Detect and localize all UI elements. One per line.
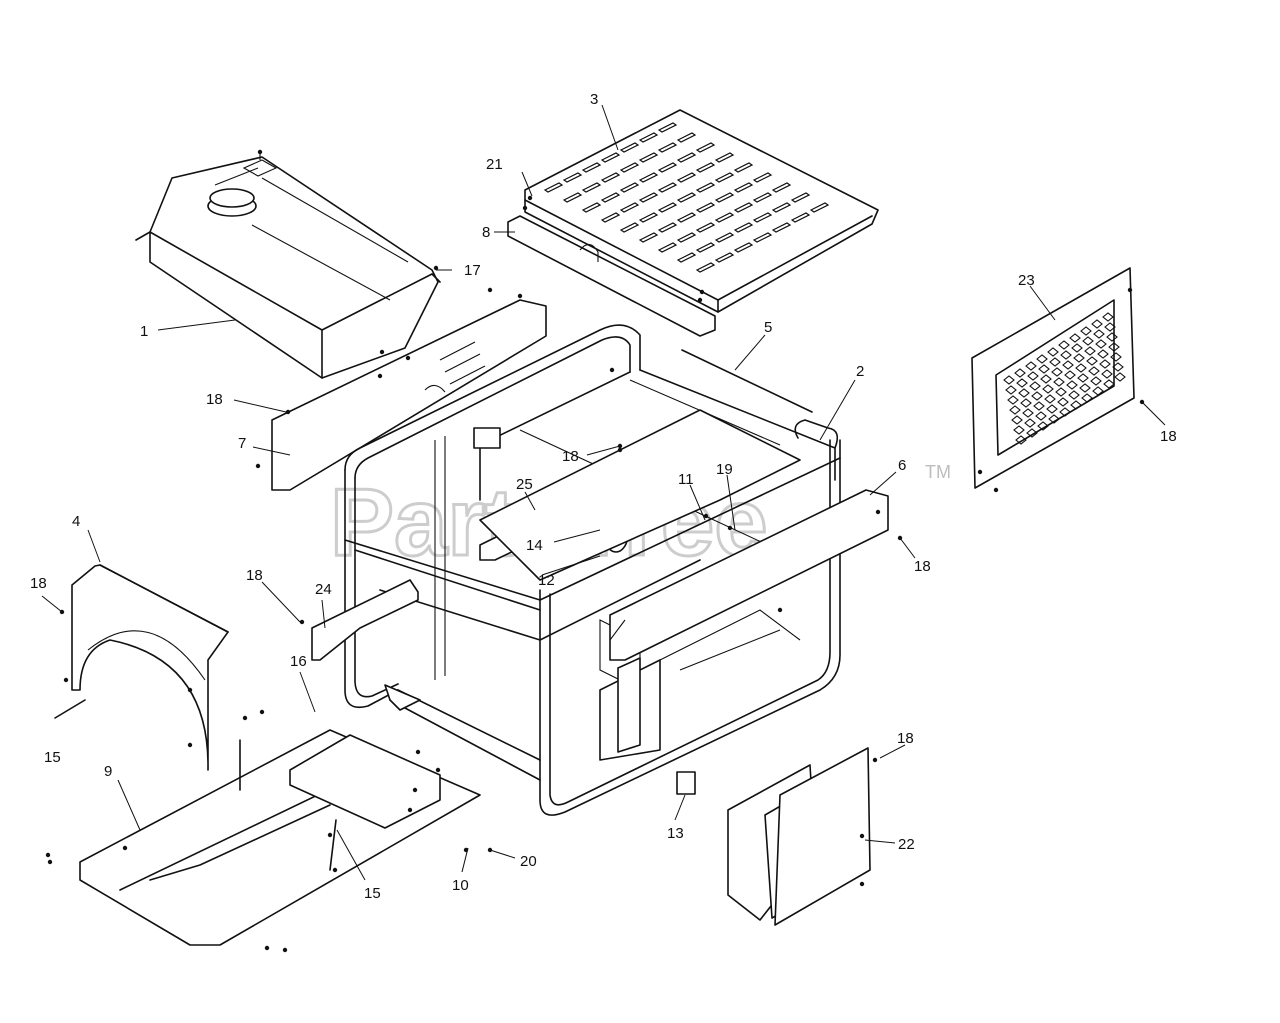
bracket-part[interactable] <box>311 579 419 661</box>
callout-24: 24 <box>315 581 332 598</box>
support-rod-part[interactable] <box>681 349 813 413</box>
side-rail-part[interactable] <box>271 299 547 491</box>
callout-labels: 1 2 3 4 5 6 7 8 9 10 11 12 13 14 15 15 1… <box>30 91 1177 902</box>
callout-21: 21 <box>486 156 503 173</box>
callout-13: 13 <box>667 825 684 842</box>
main-frame-part[interactable] <box>344 324 841 816</box>
callout-18f: 18 <box>1160 428 1177 445</box>
callout-11: 11 <box>678 471 694 488</box>
callout-18a: 18 <box>206 391 223 408</box>
callout-15b: 15 <box>364 885 381 902</box>
callout-25: 25 <box>516 476 533 493</box>
callout-18b: 18 <box>562 448 579 465</box>
callout-18c: 18 <box>246 567 263 584</box>
callout-2: 2 <box>856 363 864 380</box>
fan-shroud-part[interactable] <box>54 564 229 771</box>
callout-18d: 18 <box>30 575 47 592</box>
battery-box-part[interactable] <box>727 747 871 926</box>
callout-22: 22 <box>898 836 915 853</box>
callout-16: 16 <box>290 653 307 670</box>
cross-bar-part[interactable] <box>479 409 801 581</box>
callout-10: 10 <box>452 877 469 894</box>
grille-support-part[interactable] <box>507 215 716 337</box>
callout-9: 9 <box>104 763 112 780</box>
callout-23: 23 <box>1018 272 1035 289</box>
callout-8: 8 <box>482 224 490 241</box>
callout-12: 12 <box>538 572 555 589</box>
callout-6: 6 <box>898 457 906 474</box>
base-pan-part[interactable] <box>79 729 481 946</box>
callout-17: 17 <box>464 262 481 279</box>
callout-15a: 15 <box>44 749 61 766</box>
clip-part-13[interactable] <box>676 771 696 795</box>
callout-5: 5 <box>764 319 772 336</box>
callout-20: 20 <box>520 853 537 870</box>
callout-1: 1 <box>140 323 148 340</box>
control-box-part[interactable] <box>599 609 801 761</box>
fasteners <box>45 149 1145 953</box>
callout-4: 4 <box>72 513 80 530</box>
right-rail-part[interactable] <box>609 489 889 661</box>
side-screen-part[interactable] <box>971 267 1135 489</box>
watermark-trademark: TM <box>925 462 951 482</box>
callout-14: 14 <box>526 537 543 554</box>
callout-19: 19 <box>716 461 733 478</box>
fuel-tank-part[interactable] <box>135 150 441 379</box>
leader-lines <box>41 104 1166 881</box>
callout-7: 7 <box>238 435 246 452</box>
callout-18g: 18 <box>897 730 914 747</box>
callout-3: 3 <box>590 91 598 108</box>
callout-18e: 18 <box>914 558 931 575</box>
top-grille-part[interactable] <box>524 109 879 313</box>
